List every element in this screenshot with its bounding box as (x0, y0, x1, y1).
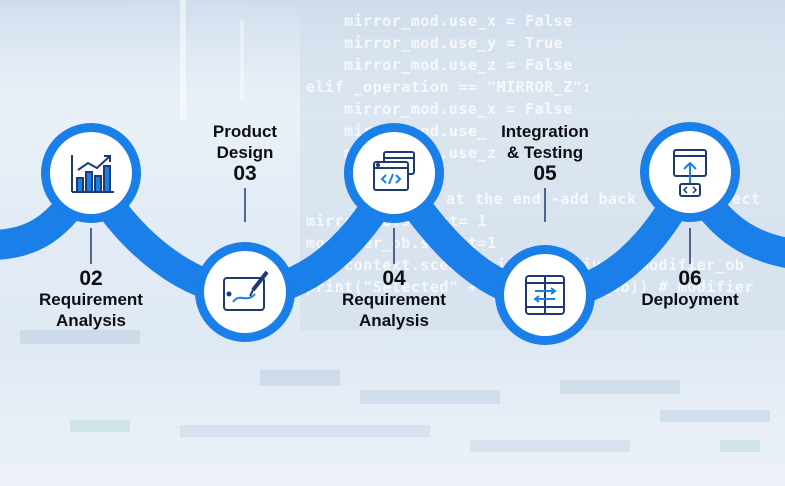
step-node-02 (41, 123, 141, 223)
step-title-line2: Analysis (359, 311, 429, 330)
step-number: 05 (533, 162, 557, 185)
design-tablet-icon (223, 270, 269, 311)
step-title-line1: Integration (501, 122, 589, 141)
code-window-icon (373, 151, 415, 191)
code-line: mirror_mod.use_y = True (344, 34, 564, 52)
step-node-06 (640, 122, 740, 222)
step-title-line1: Requirement (342, 290, 446, 309)
integration-icon (525, 275, 565, 315)
step-title-line1: Product (212, 122, 278, 141)
step-node-05 (495, 245, 595, 345)
step-title-line1: Deployment (641, 290, 739, 309)
step-number: 04 (382, 267, 406, 290)
step-label-05: Integration & Testing 05 (470, 121, 620, 184)
step-label-02: 02 Requirement Analysis (10, 268, 172, 331)
step-node-03 (195, 242, 295, 342)
step-number: 02 (79, 267, 103, 290)
step-title-line1: Requirement (39, 290, 143, 309)
step-title-line2: Analysis (56, 311, 126, 330)
step-label-04: 04 Requirement Analysis (312, 268, 476, 331)
step-title-line2: & Testing (506, 143, 584, 162)
step-number: 06 (678, 267, 702, 290)
code-line: mirror_mod.use_z = False (344, 56, 573, 74)
step-title-line2: Design (216, 143, 274, 162)
step-label-03: Product Design 03 (175, 121, 315, 184)
step-label-06: 06 Deployment (620, 268, 760, 310)
step-number: 03 (233, 162, 257, 185)
code-line: mirror_mod.use_x = False (344, 100, 573, 118)
chart-icon (71, 155, 114, 193)
deployment-icon (673, 149, 707, 197)
step-node-04 (344, 123, 444, 223)
code-line: mirror_mod.use_x = False (344, 12, 573, 30)
code-line: elif _operation == "MIRROR_Z": (306, 78, 592, 96)
